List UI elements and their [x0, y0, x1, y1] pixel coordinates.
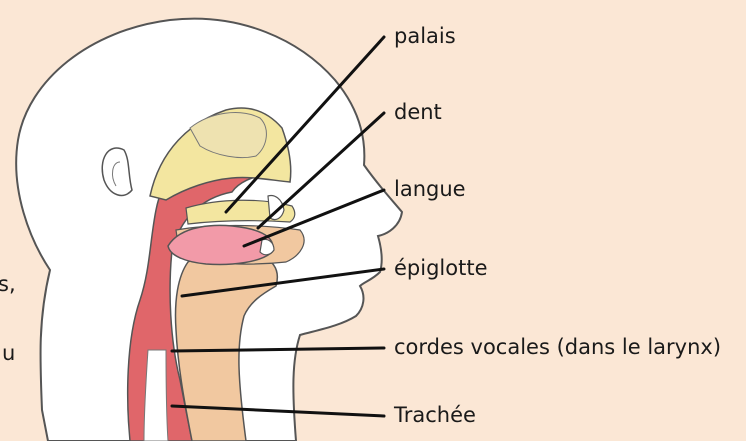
label-dent: dent: [394, 100, 442, 124]
label-trachee: Trachée: [393, 403, 476, 427]
label-langue: langue: [394, 177, 466, 201]
cropped-text-fragment-2: u: [2, 341, 15, 365]
trachea-tube: [144, 350, 168, 441]
label-epiglotte: épiglotte: [394, 256, 488, 280]
label-palais: palais: [394, 24, 456, 48]
label-cordes-vocales: cordes vocales (dans le larynx): [394, 335, 721, 359]
cropped-text-fragment-1: s,: [0, 272, 16, 296]
